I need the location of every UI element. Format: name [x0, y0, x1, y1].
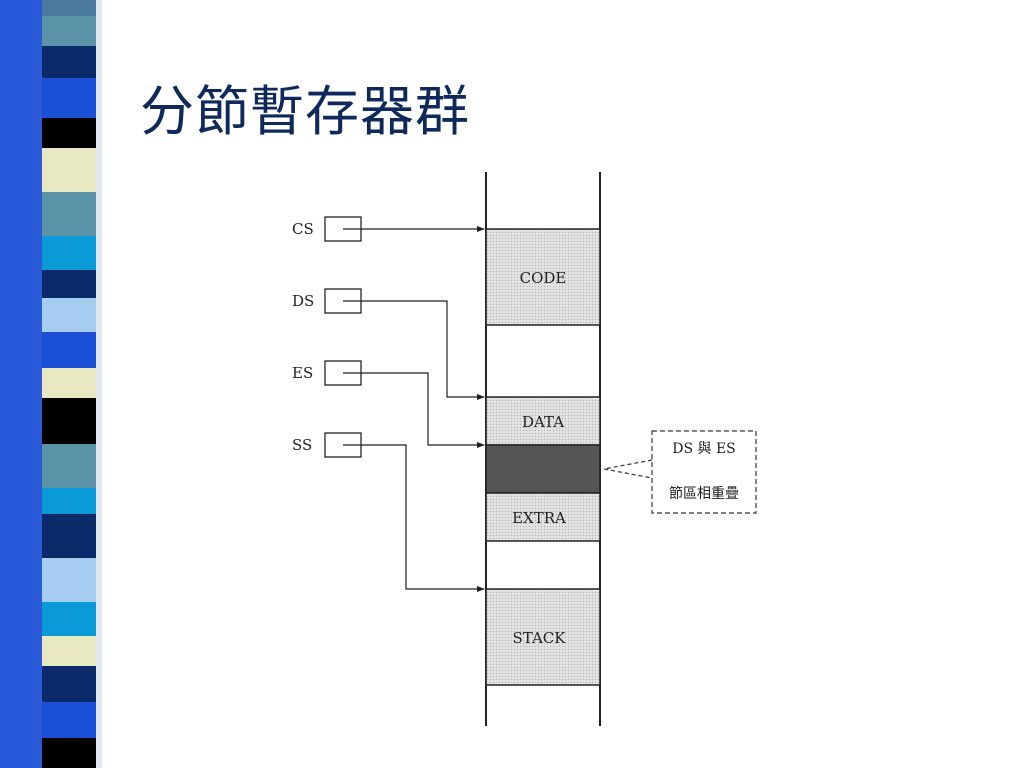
segment-extra: EXTRA — [485, 492, 601, 542]
segment-data-label: DATA — [522, 413, 564, 431]
arrow-ds-to-data — [343, 300, 485, 400]
segment-code-label: CODE — [520, 269, 567, 287]
register-ds-label: DS — [292, 292, 314, 310]
register-es: ES — [292, 360, 362, 386]
overlap-note: DS 與 ES 節區相重疊 — [603, 430, 757, 514]
segment-stack: STACK — [485, 588, 601, 686]
overlap-note-pointer — [603, 459, 653, 479]
decorative-side-stripe — [0, 0, 118, 768]
register-ss-label: SS — [292, 436, 312, 454]
page-title: 分節暫存器群 — [140, 80, 470, 143]
arrow-ss-to-stack — [343, 444, 485, 592]
register-cs-label: CS — [292, 220, 314, 238]
segment-extra-label: EXTRA — [512, 509, 566, 527]
overlap-note-line1: DS 與 ES — [672, 441, 736, 457]
overlap-note-line2: 節區相重疊 — [669, 485, 739, 502]
register-es-label: ES — [292, 364, 313, 382]
arrow-es-to-extra — [343, 372, 485, 448]
segment-stack-label: STACK — [513, 629, 567, 647]
segment-data: DATA — [485, 396, 601, 446]
segment-overlap — [485, 444, 601, 494]
segment-code: CODE — [485, 228, 601, 326]
